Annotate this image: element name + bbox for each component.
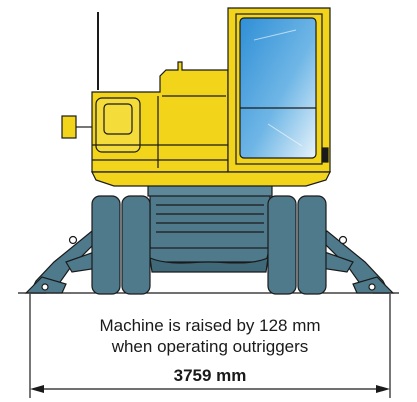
undercarriage: [147, 183, 273, 273]
caption-line-1: Machine is raised by 128 mm: [99, 316, 321, 335]
overall-width-label: 3759 mm: [173, 366, 247, 385]
upper-structure: [61, 7, 331, 187]
caption-line-2: when operating outriggers: [111, 337, 309, 356]
left-wheels: [91, 195, 151, 295]
width-dimension-line: [29, 294, 391, 398]
right-wheels: [267, 195, 327, 295]
